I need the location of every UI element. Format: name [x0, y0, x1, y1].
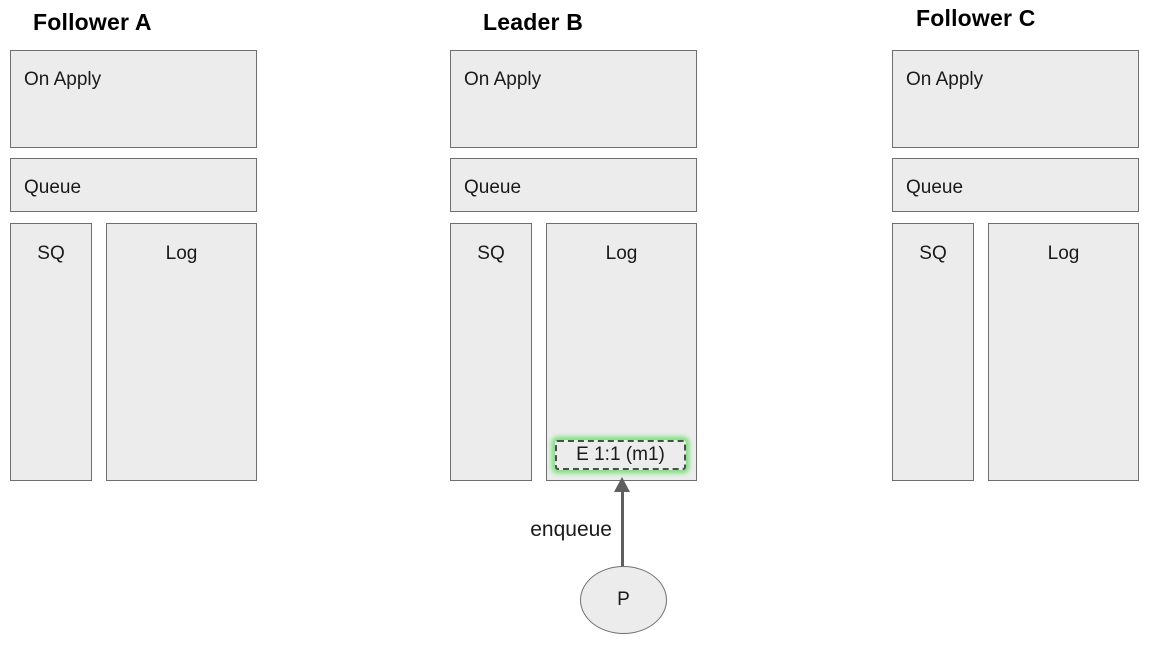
log-label: Log [1047, 243, 1080, 264]
queue-label: Queue [464, 177, 522, 198]
node-title: Leader B [483, 9, 584, 35]
on-apply-label: On Apply [24, 69, 102, 90]
sq-label: SQ [919, 243, 947, 264]
queue-box: Queue [892, 158, 1139, 212]
producer-label: P [617, 589, 630, 610]
on-apply-box: On Apply [10, 50, 257, 148]
on-apply-label: On Apply [464, 69, 542, 90]
enqueue-arrow-line [621, 491, 624, 567]
arrow-up-icon [614, 477, 630, 492]
queue-box: Queue [10, 158, 257, 212]
sq-label: SQ [37, 243, 65, 264]
sq-box: SQ [450, 223, 532, 481]
node-title: Follower C [916, 5, 1036, 31]
queue-label: Queue [906, 177, 964, 198]
on-apply-label: On Apply [906, 69, 984, 90]
producer-ellipse: P [580, 566, 667, 634]
on-apply-box: On Apply [450, 50, 697, 148]
enqueue-label: enqueue [530, 518, 612, 541]
node-follower-a: Follower A On Apply Queue SQ Log [10, 0, 257, 481]
node-leader-b: Leader B On Apply Queue SQ Log E 1:1 (m1… [450, 0, 697, 481]
log-entry-highlighted: E 1:1 (m1) [555, 440, 686, 470]
sq-box: SQ [10, 223, 92, 481]
on-apply-box: On Apply [892, 50, 1139, 148]
queue-label: Queue [24, 177, 82, 198]
log-label: Log [165, 243, 198, 264]
log-box: Log [106, 223, 257, 481]
log-box: Log [988, 223, 1139, 481]
node-follower-c: Follower C On Apply Queue SQ Log [892, 0, 1139, 481]
log-label: Log [605, 243, 638, 264]
queue-box: Queue [450, 158, 697, 212]
node-title: Follower A [33, 9, 152, 35]
sq-box: SQ [892, 223, 974, 481]
sq-label: SQ [477, 243, 505, 264]
log-box: Log E 1:1 (m1) [546, 223, 697, 481]
